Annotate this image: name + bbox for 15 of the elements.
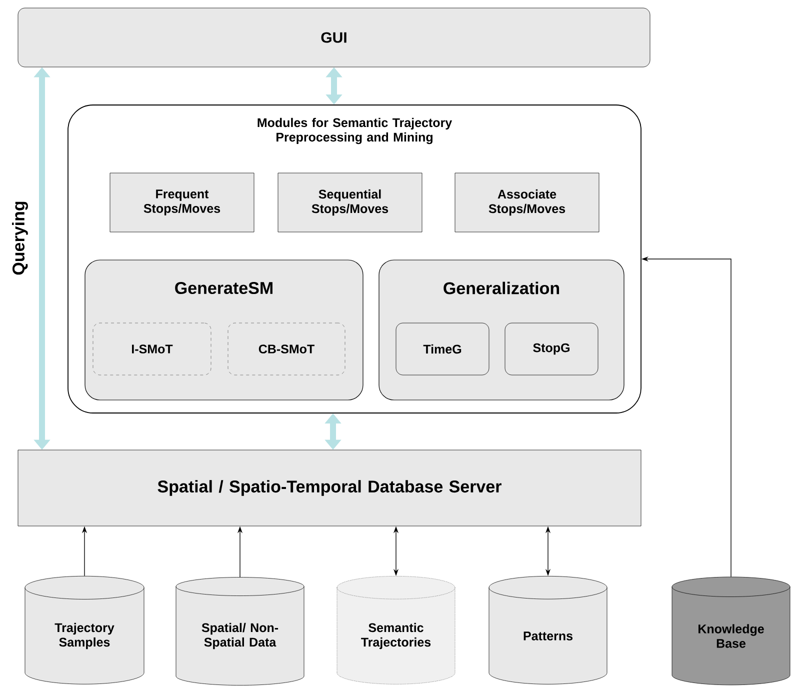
database-cylinder: Trajectory Samples — [24, 576, 144, 684]
database-cylinder: Knowledge Base — [672, 576, 790, 686]
edge-label: Querying — [12, 202, 28, 275]
module-box: Sequential Stops/Moves — [278, 172, 422, 232]
algorithm-box: StopG — [504, 322, 598, 376]
gui-bar: GUI — [18, 8, 650, 68]
algorithm-box: I-SMoT — [92, 322, 212, 376]
database-cylinder: Semantic Trajectories — [336, 576, 456, 684]
server-box: Spatial / Spatio-Temporal Database Server — [18, 450, 642, 526]
module-box: Frequent Stops/Moves — [110, 172, 254, 232]
algorithm-box: CB-SMoT — [228, 322, 346, 376]
database-cylinder: Spatial/ Non-Spatial Data — [176, 577, 304, 686]
database-cylinder: Patterns — [488, 576, 608, 684]
algorithm-box: TimeG — [396, 322, 490, 376]
module-box: Associate Stops/Moves — [454, 172, 600, 232]
